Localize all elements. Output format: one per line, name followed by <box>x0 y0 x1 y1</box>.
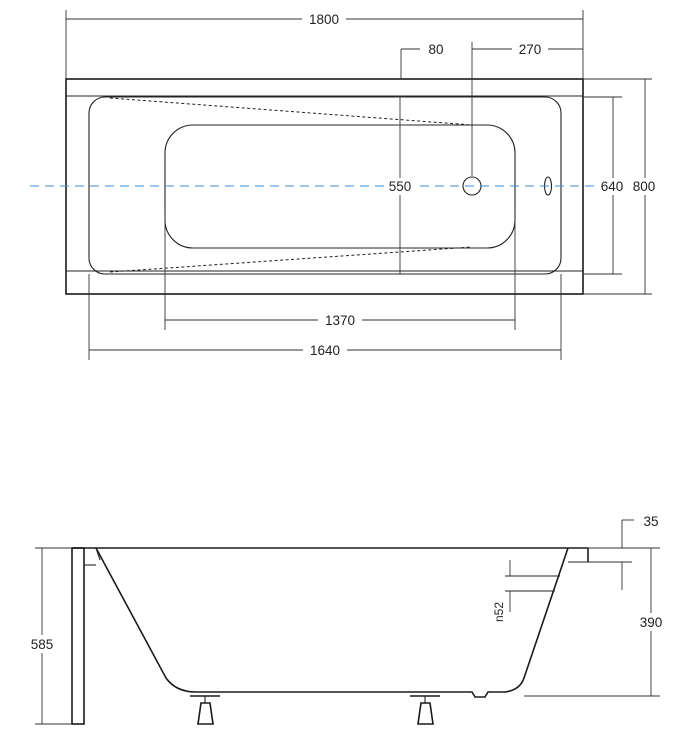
backrest-dashed-line-lower <box>109 246 473 273</box>
tub-body-profile <box>95 547 569 698</box>
label-270: 270 <box>519 42 542 57</box>
label-800: 800 <box>633 179 656 194</box>
label-1800: 1800 <box>309 12 339 27</box>
label-1370: 1370 <box>325 313 355 328</box>
dim-bottom-length: 1370 <box>164 210 516 330</box>
label-640: 640 <box>601 179 624 194</box>
dim-overflow-offset: 80 <box>400 42 444 79</box>
dim-rim-thickness: 35 <box>588 514 659 590</box>
dim-total-height: 585 <box>24 547 72 725</box>
dim-drain-offset: 270 <box>471 40 583 176</box>
dim-tub-depth: 390 <box>524 547 670 697</box>
top-view: 1800 80 270 550 <box>30 10 660 360</box>
dim-inner-length: 1640 <box>88 274 562 360</box>
dim-rim-width: 640 <box>583 96 625 275</box>
label-550: 550 <box>389 179 412 194</box>
label-n52: n52 <box>492 602 506 622</box>
side-view: n52 585 35 <box>24 514 670 725</box>
tub-wall-left <box>95 547 101 561</box>
label-80: 80 <box>428 42 443 57</box>
dim-overall-width: 800 <box>583 78 660 295</box>
front-panel <box>71 547 85 725</box>
dim-overall-length: 1800 <box>65 10 584 79</box>
backrest-dashed-line-upper <box>109 97 473 126</box>
label-390: 390 <box>640 615 663 630</box>
right-foot <box>410 695 440 725</box>
dim-inner-width: 550 <box>384 96 418 274</box>
label-585: 585 <box>31 637 54 652</box>
label-1640: 1640 <box>310 343 340 358</box>
label-35: 35 <box>643 514 658 529</box>
tub-wall-right-inner <box>562 547 569 563</box>
left-foot <box>190 695 220 725</box>
